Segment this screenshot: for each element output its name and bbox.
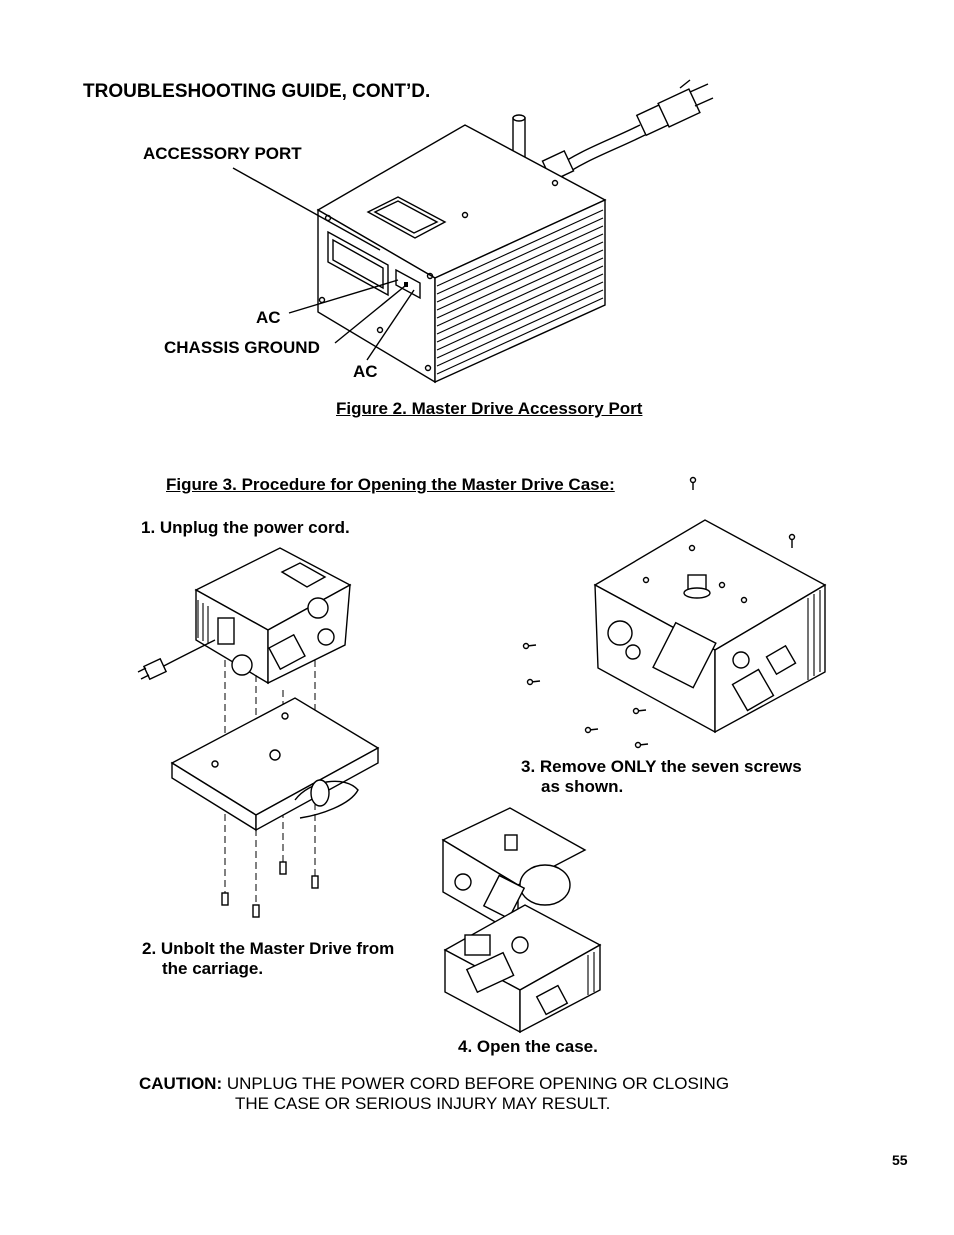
- page-number: 55: [892, 1152, 908, 1168]
- step-3-text: 3. Remove ONLY the seven screws as shown…: [521, 757, 802, 797]
- leader-chassis-ground: [334, 285, 406, 344]
- carriage-bolts: [221, 861, 319, 918]
- page-title: TROUBLESHOOTING GUIDE, CONT’D.: [83, 81, 431, 102]
- leader-accessory-port: [232, 167, 381, 251]
- caution-label: CAUTION:: [139, 1074, 223, 1093]
- step-4-text: 4. Open the case.: [458, 1037, 598, 1056]
- leader-ac-bottom: [366, 289, 415, 361]
- step-2-line-1: 2. Unbolt the Master Drive from: [142, 939, 395, 958]
- callout-ac-top: AC: [256, 308, 281, 327]
- step-2-text: 2. Unbolt the Master Drive from the carr…: [142, 939, 394, 979]
- caution-block: CAUTION: UNPLUG THE POWER CORD BEFORE OP…: [139, 1074, 729, 1114]
- step4-open-case: [441, 807, 602, 1034]
- screw-icon: [689, 476, 697, 490]
- figure-3-caption: Figure 3. Procedure for Opening the Mast…: [166, 475, 615, 494]
- caution-line-2: THE CASE OR SERIOUS INJURY MAY RESULT.: [235, 1094, 611, 1113]
- callout-accessory-port: ACCESSORY PORT: [143, 144, 302, 163]
- callout-ac-bottom: AC: [353, 362, 378, 381]
- step-2-line-2: the carriage.: [162, 959, 264, 978]
- step-3-line-2: as shown.: [541, 777, 624, 796]
- step-1-text: 1. Unplug the power cord.: [141, 518, 350, 537]
- step3-drive-unit: [593, 519, 827, 734]
- leader-ac-top: [288, 279, 399, 314]
- master-drive-box: [316, 124, 607, 384]
- step-3-line-1: 3. Remove ONLY the seven screws: [521, 757, 802, 776]
- step1-drive-unit: [137, 547, 352, 685]
- carriage-plate: [170, 697, 380, 832]
- seven-screws: [522, 533, 796, 749]
- caution-line-1: UNPLUG THE POWER CORD BEFORE OPENING OR …: [226, 1074, 730, 1093]
- figure-2-caption: Figure 2. Master Drive Accessory Port: [336, 399, 643, 418]
- callout-chassis-ground: CHASSIS GROUND: [164, 338, 320, 357]
